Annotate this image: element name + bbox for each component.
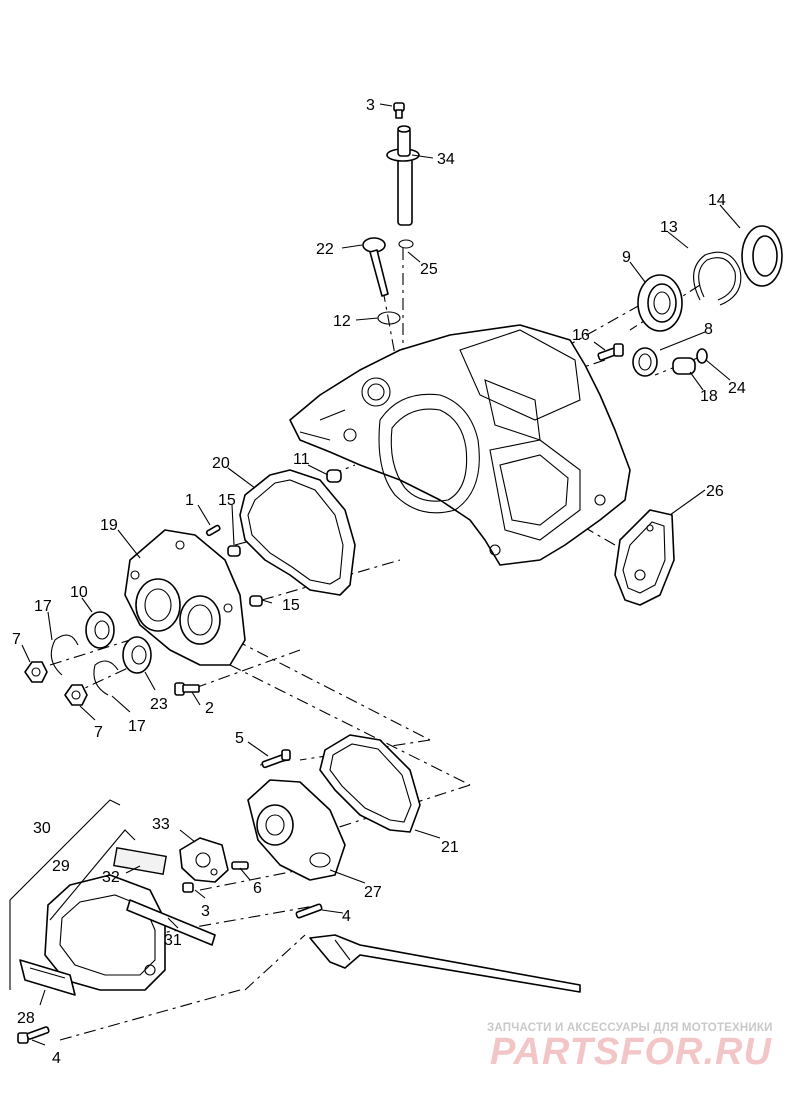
seal-14 [741,225,783,287]
dowel-15a [227,545,241,557]
callout-17-top: 17 [34,598,52,615]
screw-1 [205,524,221,537]
shift-lever-33 [179,837,229,883]
gasket-26 [614,509,675,606]
gasket-21 [319,734,421,833]
watermark-brand: PARTSFOR.RU [490,1031,772,1073]
watermark-tagline: ЗАПЧАСТИ И АКСЕССУАРЫ ДЛЯ МОТОТЕХНИКИ [487,1022,773,1034]
screw-6 [231,861,249,870]
callout-10: 10 [70,584,88,601]
transmission-door-19 [124,529,246,666]
callout-26: 26 [706,483,724,500]
callout-21: 21 [441,839,459,856]
bolt-16 [597,343,624,361]
screw-4-bottom [17,1026,50,1044]
callout-3-top: 3 [366,97,375,114]
screw-3-mid [182,882,194,893]
callout-23: 23 [150,696,168,713]
callout-22: 22 [316,241,334,258]
dowel-11 [326,469,342,483]
callout-4-bottom: 4 [52,1050,61,1067]
retaining-ring-13 [693,251,742,306]
callout-9: 9 [622,249,631,266]
o-ring-25 [398,239,414,249]
bearing-10 [85,611,115,649]
callout-7-top: 7 [12,631,21,648]
callout-32: 32 [102,869,120,886]
callout-13: 13 [660,219,678,236]
callout-16: 16 [572,327,590,344]
seal-24 [696,348,708,364]
callout-27: 27 [364,884,382,901]
shift-shaft-34 [386,125,420,226]
callout-15-bottom: 15 [282,597,300,614]
badge-28 [19,959,76,996]
strip-32 [113,846,167,876]
callout-labels: 3 34 22 25 12 14 13 9 8 16 18 24 26 11 2… [12,97,746,1067]
bracket-29 [49,829,136,921]
callout-3-mid: 3 [201,903,210,920]
bearing-23 [122,636,152,674]
callout-31: 31 [164,932,182,949]
transmission-housing [289,324,631,566]
strip-31 [126,899,216,946]
nut-7a [24,661,48,683]
callout-17-bottom: 17 [128,718,146,735]
callout-29: 29 [52,858,70,875]
screw-4-mid [295,903,323,919]
callout-11: 11 [293,451,310,468]
callout-14: 14 [708,192,726,209]
callout-15-top: 15 [218,492,236,509]
leader-lines [21,103,741,1046]
callout-6: 6 [253,880,262,897]
bushing-18 [672,357,696,375]
bracket-30 [9,799,121,901]
callout-4-mid: 4 [342,908,351,925]
callout-24: 24 [728,380,746,397]
callout-18: 18 [700,388,718,405]
callout-34: 34 [437,151,455,168]
nut-7b [64,684,88,706]
gasket-20 [239,469,356,596]
screw-5 [261,749,291,769]
callout-19: 19 [100,517,118,534]
top-cover-27 [247,779,346,881]
callout-8: 8 [704,321,713,338]
breather-22 [362,237,389,297]
callout-7-bottom: 7 [94,724,103,741]
callout-12: 12 [333,313,351,330]
retaining-ring-17a [50,634,79,676]
callout-30: 30 [33,820,51,837]
shift-shaft-lower [309,934,581,993]
needle-bearing-8 [632,347,658,377]
retaining-ring-17b [93,660,119,696]
callout-28: 28 [17,1010,35,1027]
bolt-3-top [393,102,405,119]
callout-2: 2 [205,700,214,717]
callout-20: 20 [212,455,230,472]
bolt-2 [174,682,200,696]
callout-1: 1 [185,492,194,509]
bearing-9 [637,274,683,332]
callout-5: 5 [235,730,244,747]
dowel-15b [249,595,263,607]
callout-33: 33 [152,816,170,833]
callout-25: 25 [420,261,438,278]
